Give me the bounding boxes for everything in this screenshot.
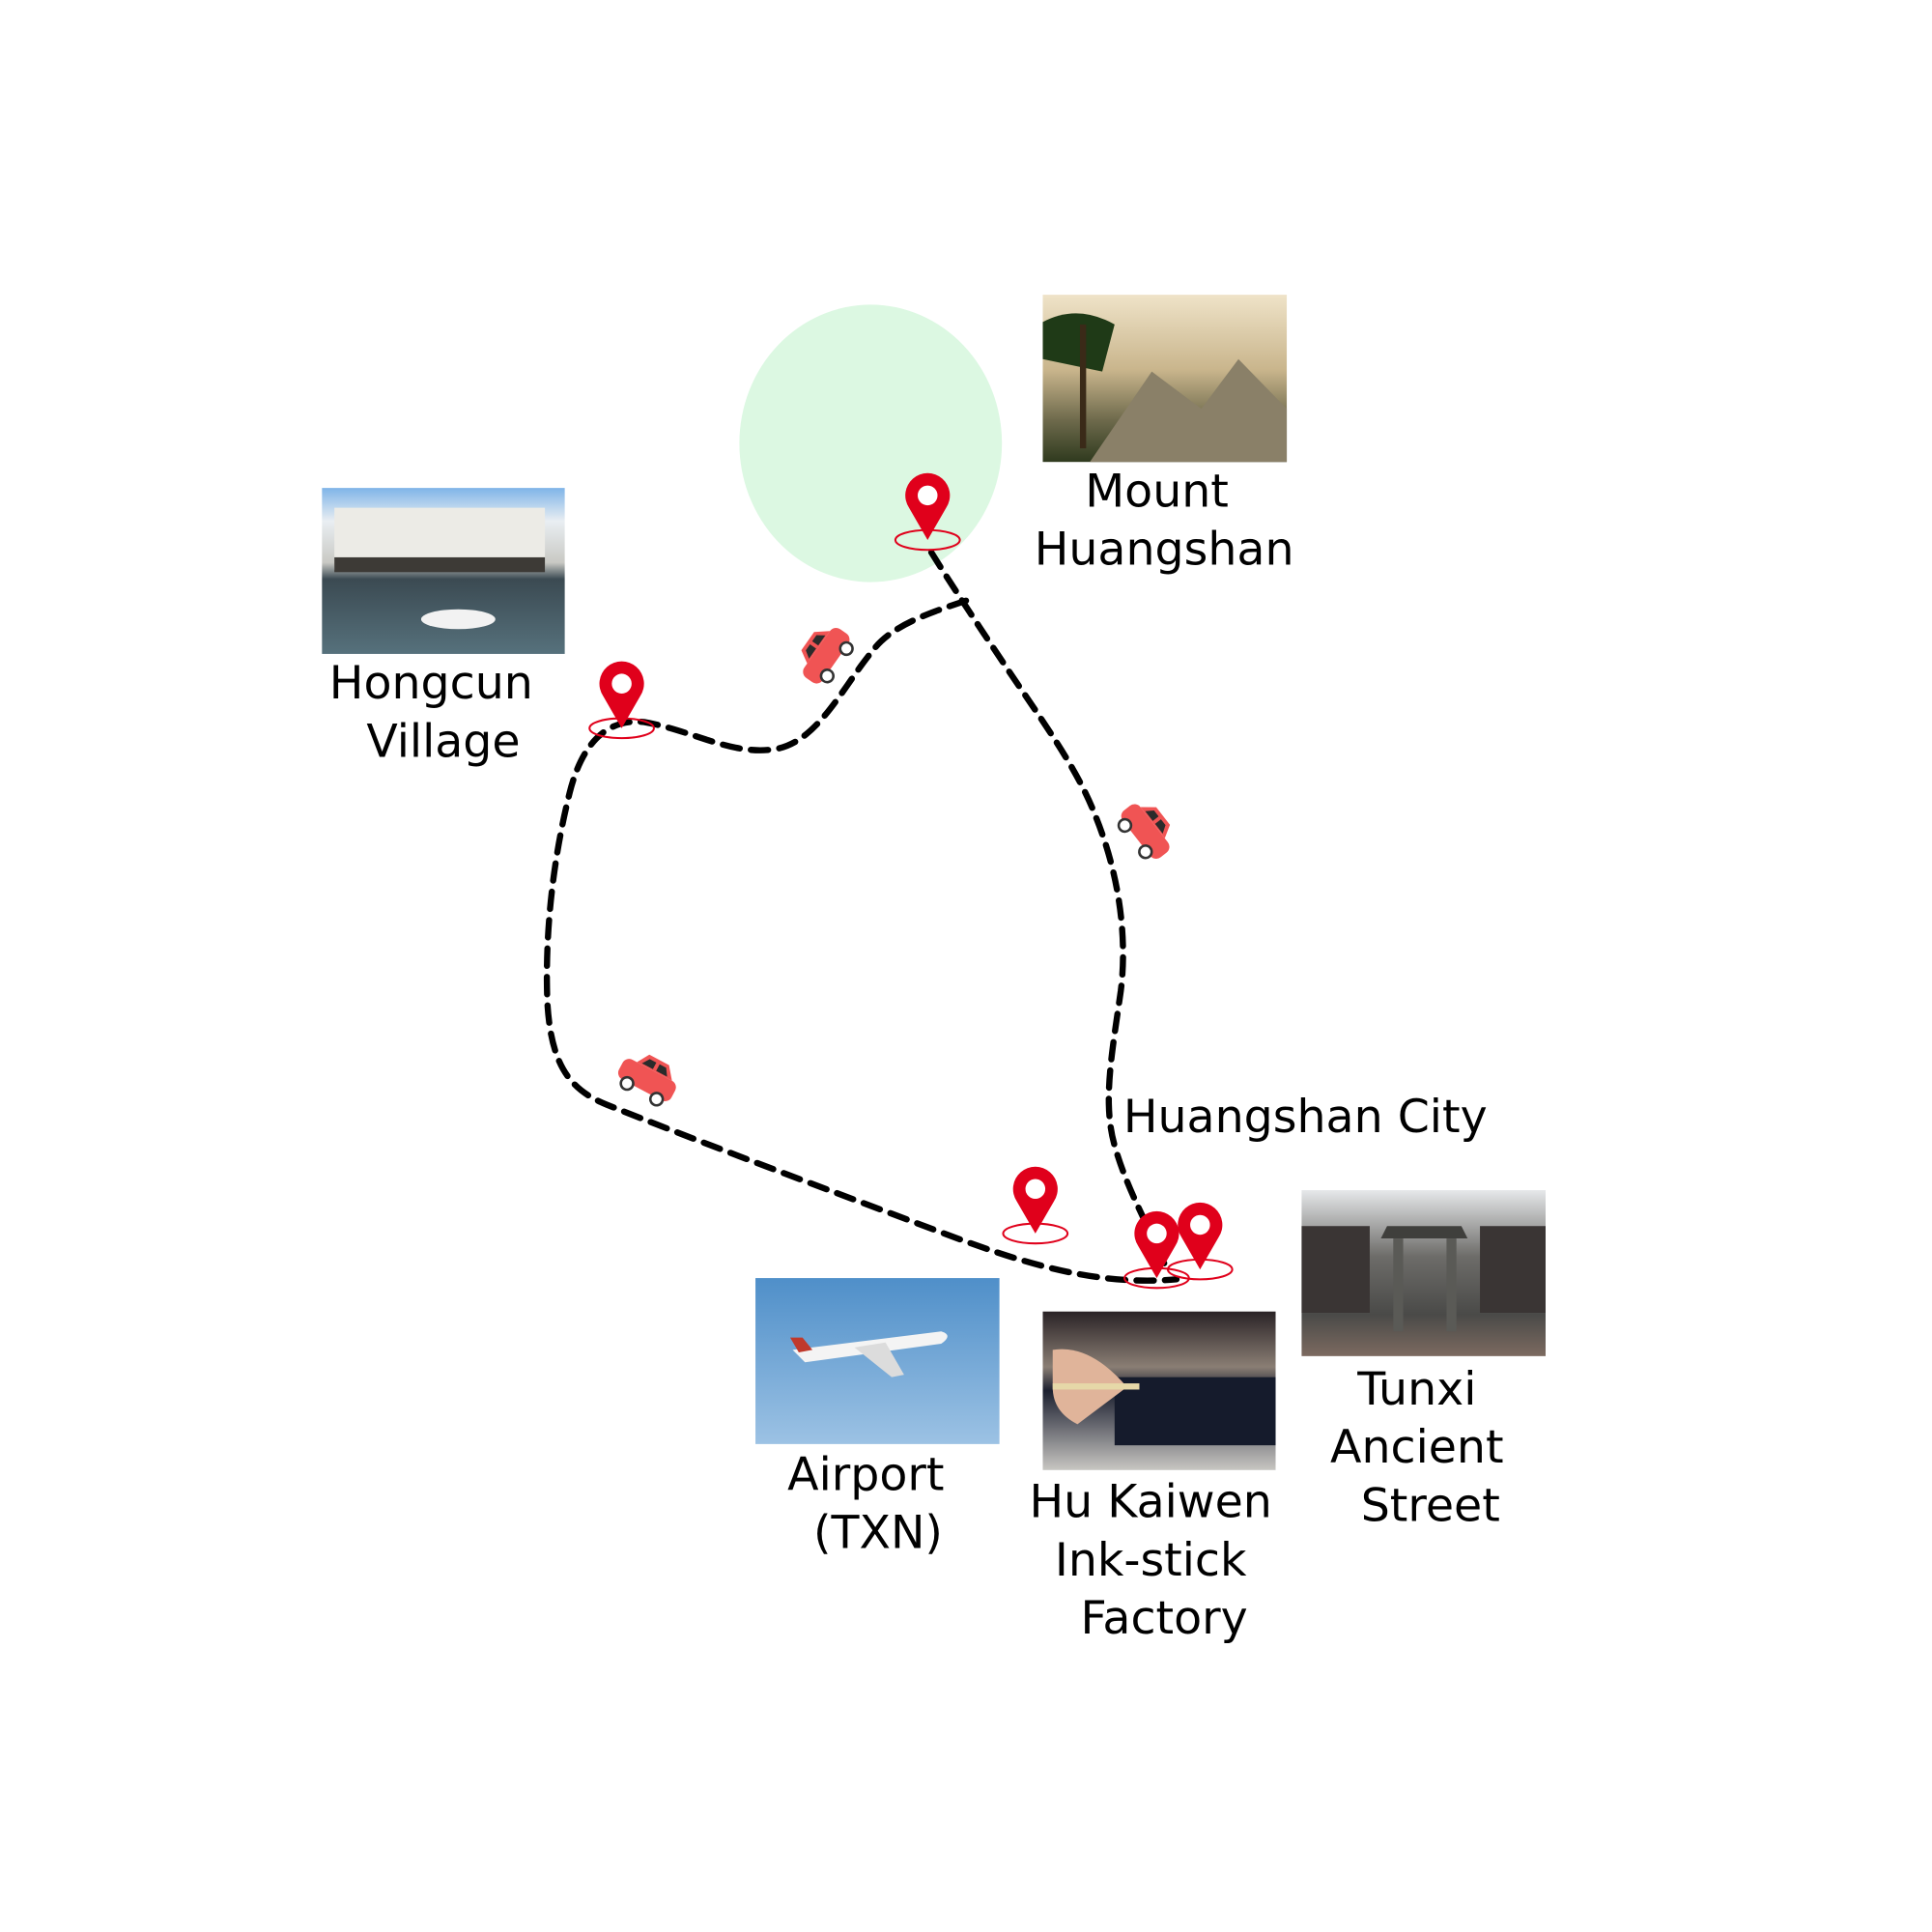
route-loop (543, 597, 1180, 1284)
huangshan-city-label: Huangshan City (1123, 1091, 1488, 1144)
ink-stick-photo (1042, 1311, 1276, 1470)
car-icon (611, 1043, 686, 1112)
tunxi-street-photo (1301, 1190, 1546, 1356)
map-pin-icon[interactable] (1002, 1165, 1069, 1245)
hongcun-village-photo (322, 488, 565, 654)
hongcun-village-label: Hongcun Village (329, 657, 548, 768)
mount-huangshan-photo (1042, 295, 1288, 463)
ink-stick-factory-label: Hu Kaiwen Ink-stick Factory (1030, 1476, 1287, 1646)
mount-huangshan-highlight-area (739, 304, 1003, 582)
route-mount-to-city (927, 549, 1168, 1266)
tunxi-street-label: Tunxi Ancient Street (1330, 1363, 1519, 1533)
airport-label: Airport (TXN) (787, 1448, 958, 1559)
airplane-photo (755, 1278, 1000, 1444)
car-icon (1111, 792, 1184, 868)
map-pin-icon[interactable] (588, 660, 655, 740)
mount-huangshan-label: Mount Huangshan (1035, 465, 1294, 576)
